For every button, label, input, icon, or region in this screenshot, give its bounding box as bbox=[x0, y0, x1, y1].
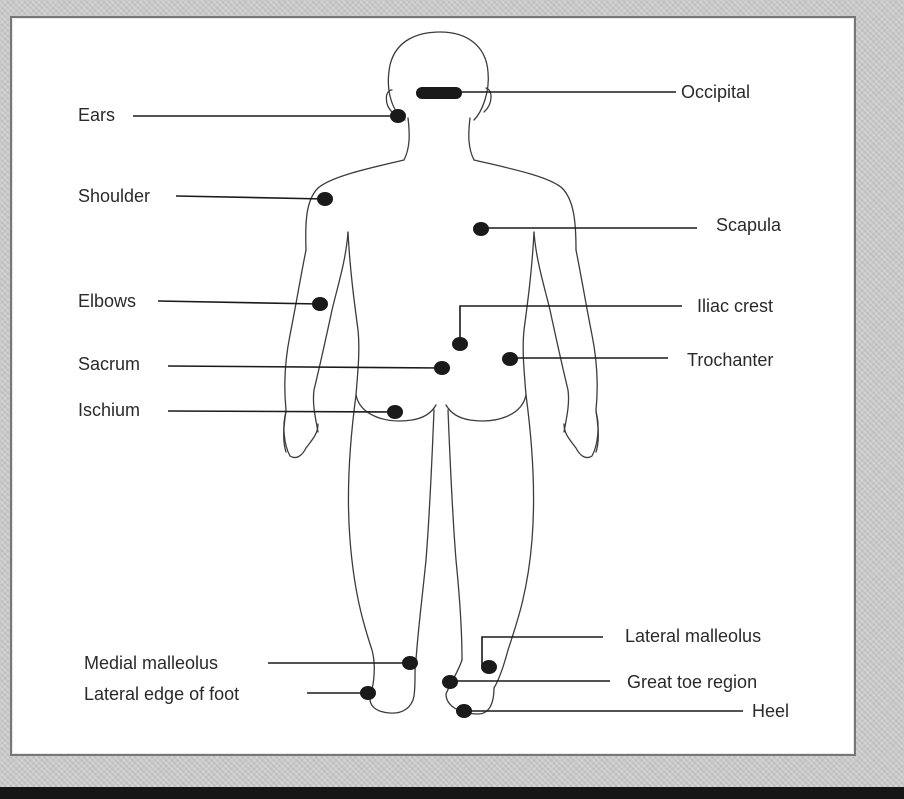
right-hand bbox=[564, 412, 598, 458]
label-heel: Heel bbox=[752, 701, 789, 721]
label-elbows: Elbows bbox=[78, 291, 136, 311]
left-leg-inner bbox=[416, 410, 434, 660]
label-iliac-crest: Iliac crest bbox=[697, 296, 773, 316]
leader-lateral-malleolus bbox=[482, 637, 603, 666]
marker-lateral-malleolus bbox=[481, 660, 497, 674]
label-great-toe-region: Great toe region bbox=[627, 672, 757, 692]
neck-right bbox=[469, 118, 474, 160]
marker-scapula bbox=[473, 222, 489, 236]
leader-sacrum bbox=[168, 366, 442, 368]
marker-sacrum bbox=[434, 361, 450, 375]
marker-trochanter bbox=[502, 352, 518, 366]
label-lateral-edge-of-foot: Lateral edge of foot bbox=[84, 684, 239, 704]
marker-lateral-edge-of-foot bbox=[360, 686, 376, 700]
torso-left bbox=[348, 232, 359, 395]
marker-elbows bbox=[312, 297, 328, 311]
right-shoulder bbox=[474, 160, 576, 250]
marker-great-toe bbox=[442, 675, 458, 689]
left-arm-inner bbox=[313, 232, 348, 432]
marker-occipital bbox=[416, 87, 462, 99]
left-shoulder bbox=[306, 160, 404, 250]
marker-ears bbox=[390, 109, 406, 123]
marker-iliac-crest bbox=[452, 337, 468, 351]
leader-shoulder bbox=[176, 196, 325, 199]
right-buttock bbox=[446, 395, 526, 421]
marker-ischium bbox=[387, 405, 403, 419]
leader-lines bbox=[133, 92, 743, 711]
left-arm-outer bbox=[284, 250, 306, 452]
label-occipital: Occipital bbox=[681, 82, 750, 102]
left-leg-outer bbox=[348, 395, 374, 690]
label-medial-malleolus: Medial malleolus bbox=[84, 653, 218, 673]
label-shoulder: Shoulder bbox=[78, 186, 150, 206]
pressure-point-markers bbox=[312, 87, 518, 718]
right-leg-outer bbox=[494, 395, 534, 688]
right-arm-inner bbox=[534, 232, 569, 432]
label-sacrum: Sacrum bbox=[78, 354, 140, 374]
neck-left bbox=[404, 118, 409, 160]
marker-shoulder bbox=[317, 192, 333, 206]
leader-ischium bbox=[168, 411, 395, 412]
leader-iliac-crest bbox=[460, 306, 682, 344]
right-arm-outer bbox=[576, 250, 598, 452]
label-scapula: Scapula bbox=[716, 215, 781, 235]
marker-medial-malleolus bbox=[402, 656, 418, 670]
marker-heel bbox=[456, 704, 472, 718]
left-hand bbox=[284, 412, 318, 458]
label-lateral-malleolus: Lateral malleolus bbox=[625, 626, 761, 646]
right-leg-inner bbox=[448, 410, 462, 660]
head-outline bbox=[388, 32, 488, 120]
torso-right bbox=[523, 232, 534, 395]
label-trochanter: Trochanter bbox=[687, 350, 773, 370]
label-ears: Ears bbox=[78, 105, 115, 125]
label-ischium: Ischium bbox=[78, 400, 140, 420]
